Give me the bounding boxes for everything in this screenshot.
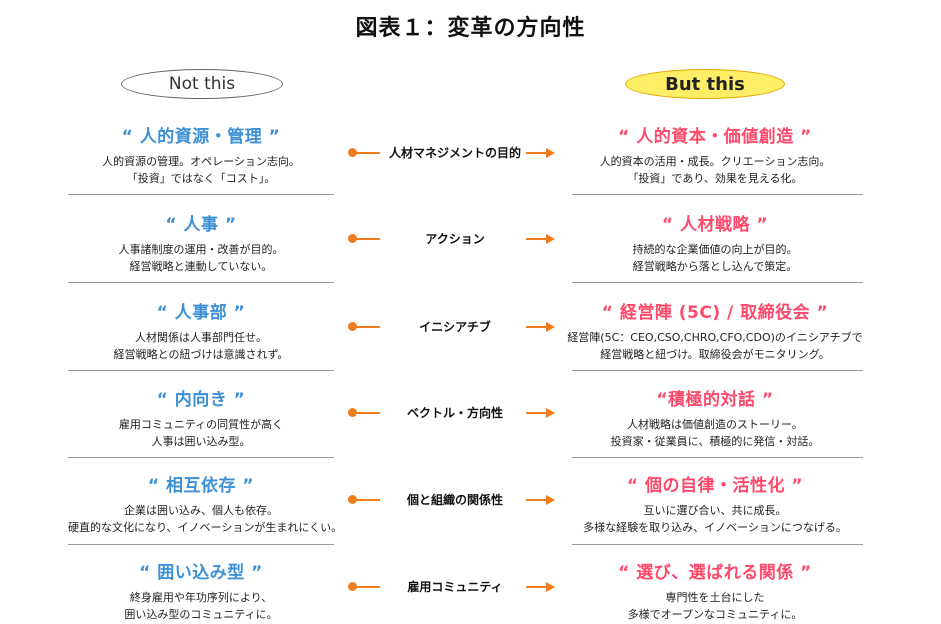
but-this-item: “ 経営陣 (5C) / 取締役会 ” 経営陣(5C：CEO,CSO,CHRO,C… (567, 298, 863, 363)
right-arrow-icon (526, 408, 555, 418)
but-this-item: “ 人的資本・価値創造 ” 人的資本の活用・成長。クリエーション志向。「投資」であ… (567, 122, 863, 187)
transition-connector: ベクトル・方向性 (344, 403, 558, 423)
row-divider (572, 194, 863, 195)
not-this-header: Not this (121, 69, 283, 99)
not-this-description: 経営戦略との紐づけは意識されず。 (113, 348, 289, 361)
connector-line (352, 412, 380, 414)
row-divider (68, 544, 334, 545)
but-this-item: “積極的対話 ” 人材戦略は価値創造のストーリー。投資家・従業員に、積極的に発信・… (567, 385, 863, 450)
not-this-description: 人材関係は人事部門任せ。 (135, 331, 267, 344)
not-this-description: 企業は囲い込み、個人も依存。 (124, 504, 278, 517)
row-divider (68, 282, 334, 283)
not-this-description: 終身雇用や年功序列により、 (129, 591, 273, 604)
connector-line (352, 586, 380, 588)
but-this-description: 人的資本の活用・成長。クリエーション志向。 (599, 155, 831, 168)
not-this-title: “ 人事 ” (165, 215, 237, 235)
diagram-title: 図表１：変革の方向性 (355, 16, 586, 41)
right-arrow-icon (526, 322, 555, 332)
but-this-item: “ 人材戦略 ” 持続的な企業価値の向上が目的。経営戦略から落とし込んで策定。 (567, 210, 863, 275)
not-this-description: 雇用コミュニティの同質性が高く (118, 418, 284, 431)
not-this-item: “ 囲い込み型 ” 終身雇用や年功序列により、囲い込み型のコミュニティに。 (68, 558, 334, 623)
right-arrow-icon (526, 148, 555, 158)
but-this-title: “ 選び、選ばれる関係 ” (618, 563, 812, 583)
row-divider (68, 370, 334, 371)
but-this-description: 経営陣(5C：CEO,CSO,CHRO,CFO,CDO)のイニシアチブで (567, 331, 863, 344)
right-arrow-icon (526, 582, 555, 592)
row-divider (572, 544, 863, 545)
but-this-description: 多様な経験を取り込み、イノベーションにつなげる。 (583, 521, 847, 534)
not-this-description: 人事は囲い込み型。 (151, 435, 251, 448)
not-this-item: “ 人事部 ” 人材関係は人事部門任せ。経営戦略との紐づけは意識されず。 (68, 298, 334, 363)
not-this-description: 経営戦略と連動していない。 (129, 260, 273, 273)
but-this-description: 多様でオープンなコミュニティに。 (627, 608, 803, 621)
not-this-description: 「投資」ではなく「コスト」。 (126, 172, 276, 185)
row-divider (572, 282, 863, 283)
dimension-label: 人材マネジメントの目的 (388, 146, 521, 160)
but-this-header: But this (625, 69, 785, 99)
row-divider (68, 457, 334, 458)
right-arrow-icon (526, 234, 555, 244)
right-arrow-icon (526, 495, 555, 505)
not-this-item: “ 人事 ” 人事諸制度の運用・改善が目的。経営戦略と連動していない。 (68, 210, 334, 275)
row-divider (68, 194, 334, 195)
transition-connector: アクション (344, 229, 558, 249)
not-this-title: “ 人事部 ” (156, 303, 246, 323)
not-this-title: “ 囲い込み型 ” (139, 563, 263, 583)
dimension-label: イニシアチブ (419, 320, 491, 334)
not-this-description: 人的資源の管理。オペレーション志向。 (102, 155, 300, 168)
but-this-description: 専門性を土台にした (665, 591, 765, 604)
dimension-label: 個と組織の関係性 (406, 493, 503, 507)
but-this-title: “積極的対話 ” (656, 390, 774, 410)
but-this-description: 投資家・従業員に、積極的に発信・対話。 (610, 435, 820, 448)
connector-line (352, 238, 380, 240)
row-divider (572, 370, 863, 371)
but-this-description: 経営戦略から落とし込んで策定。 (632, 260, 798, 273)
but-this-item: “ 個の自律・活性化 ” 互いに選び合い、共に成長。多様な経験を取り込み、イノベー… (567, 471, 863, 536)
transition-connector: 個と組織の関係性 (344, 490, 558, 510)
dimension-label: アクション (425, 232, 485, 246)
but-this-title: “ 個の自律・活性化 ” (626, 476, 804, 496)
not-this-title: “ 相互依存 ” (147, 476, 255, 496)
connector-line (352, 499, 380, 501)
transition-connector: イニシアチブ (344, 317, 558, 337)
not-this-description: 囲い込み型のコミュニティに。 (124, 608, 278, 621)
not-this-title: “ 内向き ” (156, 390, 246, 410)
connector-line (352, 326, 380, 328)
but-this-title: “ 人的資本・価値創造 ” (618, 127, 812, 147)
but-this-title: “ 経営陣 (5C) / 取締役会 ” (601, 303, 829, 323)
connector-line (352, 152, 380, 154)
but-this-title: “ 人材戦略 ” (661, 215, 769, 235)
not-this-item: “ 内向き ” 雇用コミュニティの同質性が高く人事は囲い込み型。 (68, 385, 334, 450)
not-this-item: “ 相互依存 ” 企業は囲い込み、個人も依存。硬直的な文化になり、イノベーションが… (68, 471, 343, 536)
but-this-description: 人材戦略は価値創造のストーリー。 (627, 418, 803, 431)
but-this-item: “ 選び、選ばれる関係 ” 専門性を土台にした多様でオープンなコミュニティに。 (567, 558, 863, 623)
not-this-description: 硬直的な文化になり、イノベーションが生まれにくい。 (68, 521, 343, 534)
not-this-description: 人事諸制度の運用・改善が目的。 (118, 243, 284, 256)
not-this-item: “ 人的資源・管理 ” 人的資源の管理。オペレーション志向。「投資」ではなく「コス… (68, 122, 334, 187)
but-this-description: 「投資」であり、効果を見える化。 (627, 172, 803, 185)
transition-connector: 人材マネジメントの目的 (344, 143, 558, 163)
but-this-description: 互いに選び合い、共に成長。 (643, 504, 787, 517)
row-divider (572, 457, 863, 458)
dimension-label: ベクトル・方向性 (406, 406, 503, 420)
but-this-description: 経営戦略と紐づけ。取締役会がモニタリング。 (600, 348, 830, 361)
but-this-description: 持続的な企業価値の向上が目的。 (632, 243, 798, 256)
transition-connector: 雇用コミュニティ (344, 577, 558, 597)
dimension-label: 雇用コミュニティ (407, 580, 503, 594)
not-this-title: “ 人的資源・管理 ” (121, 127, 281, 147)
